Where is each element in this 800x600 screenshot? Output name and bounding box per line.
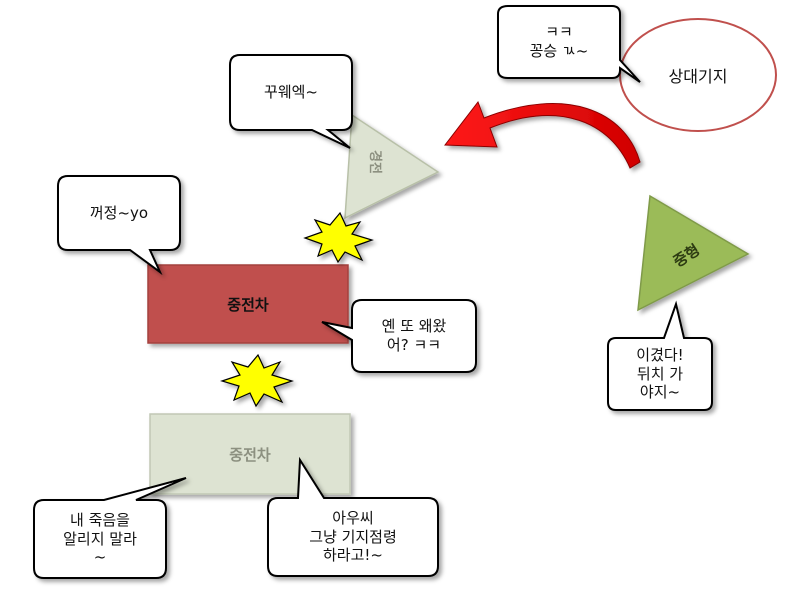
bubble-heavy-top-left bbox=[57, 175, 181, 276]
explosion-bottom bbox=[219, 353, 294, 408]
light-tank-triangle bbox=[344, 113, 440, 220]
explosion-top bbox=[303, 211, 374, 264]
bubble-medium-tank bbox=[607, 300, 713, 411]
heavy-tank-top-rect bbox=[147, 264, 349, 344]
enemy-base-ellipse bbox=[619, 18, 777, 132]
bubble-light-tank bbox=[229, 54, 353, 149]
bubble-enemy-base bbox=[497, 5, 641, 83]
bubble-bottom-left bbox=[33, 477, 187, 579]
attack-arrow bbox=[444, 100, 641, 169]
heavy-tank-bottom-rect bbox=[149, 413, 351, 495]
bubble-bottom-right bbox=[267, 456, 439, 577]
bubble-heavy-top-right bbox=[321, 299, 477, 373]
medium-tank-triangle bbox=[637, 194, 750, 312]
